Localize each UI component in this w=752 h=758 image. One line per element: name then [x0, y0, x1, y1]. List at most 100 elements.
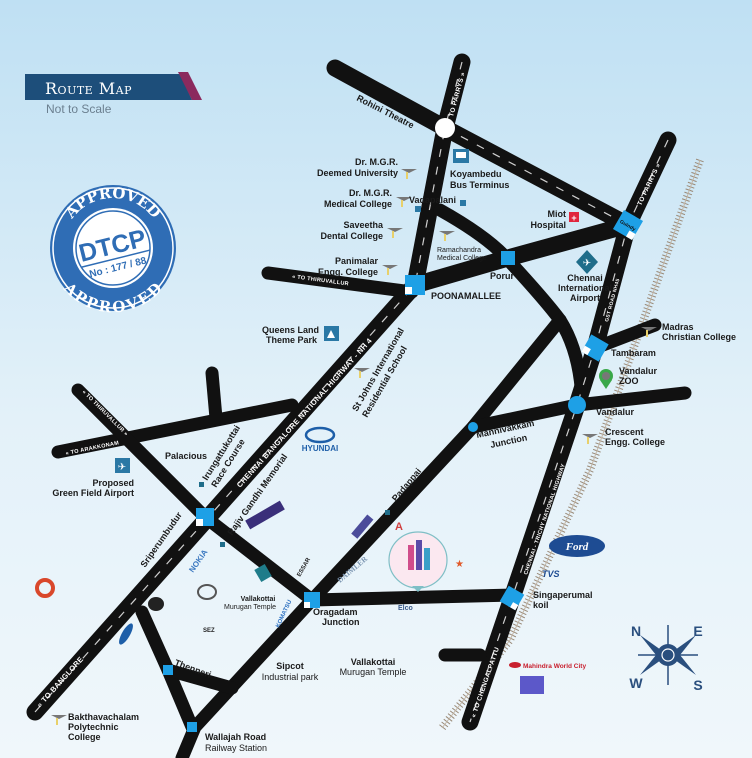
compass-rose: N E W S — [629, 623, 702, 693]
road-rohini — [326, 59, 454, 137]
brand-hyundai: HYUNDAI — [302, 444, 338, 453]
brand-tvs: TVS — [542, 569, 560, 579]
graduation-cap-icon — [51, 715, 67, 725]
junction-mannivakkam — [468, 422, 478, 432]
title-banner — [25, 74, 192, 100]
theme-park-icon — [324, 326, 339, 341]
title-ribbon — [178, 72, 202, 100]
road-koyambedu-guindy — [436, 119, 637, 234]
hospital-icon: + — [569, 212, 579, 223]
label-poonamallee: POONAMALLEE — [431, 291, 501, 301]
brand-ford: Ford — [565, 541, 589, 553]
compass-n: N — [631, 623, 641, 639]
compass-e: E — [693, 623, 702, 639]
label-mgr-university-2: Deemed University — [317, 168, 398, 178]
label-wallajah-2: Railway Station — [205, 743, 267, 753]
road-to-thiruvallur-top — [261, 266, 419, 299]
label-bakthavachalam: Bakthavachalam — [68, 712, 139, 722]
road-sriperumbudur-oragadam — [198, 510, 319, 607]
koyambedu-roundabout — [435, 118, 455, 138]
junction-porur — [501, 251, 515, 265]
label-vandalur-zoo: Vandalur — [619, 366, 658, 376]
label-saveetha-2: Dental College — [320, 231, 383, 241]
label-tambaram: Tambaram — [611, 348, 656, 358]
logo-ring-icon — [35, 578, 55, 598]
label-vallakottai-1: Vallakottai — [241, 596, 276, 603]
label-airport-3: Airport — [570, 293, 600, 303]
junction-wallajah — [187, 722, 197, 732]
road-porur-curve — [433, 203, 589, 407]
compass-w: W — [629, 675, 643, 691]
label-bakthavachalam-3: College — [68, 732, 101, 742]
graduation-cap-icon — [354, 368, 370, 378]
graduation-cap-icon — [582, 434, 598, 444]
junction-thenneri — [163, 665, 173, 675]
hyundai-logo-icon — [304, 426, 336, 444]
race-course-marker-icon — [199, 482, 204, 487]
label-koyambedu: Koyambedu — [450, 169, 502, 179]
star-logo-icon: ★ — [455, 559, 464, 570]
logo-badge-icon — [245, 500, 285, 530]
road-oragadam-singaperumal — [305, 588, 519, 607]
logo-badge-icon — [351, 514, 374, 539]
label-koyambedu-2: Bus Terminus — [450, 180, 509, 190]
label-vandalur: Vandalur — [596, 407, 635, 417]
junction-markers: Guindy — [163, 118, 644, 732]
label-miot-2: Hospital — [530, 220, 566, 230]
graduation-cap-icon — [387, 228, 403, 238]
label-mcc-2: Christian College — [662, 332, 736, 342]
junction-singaperumal — [499, 585, 525, 611]
label-vallakottai-1-2: Murugan Temple — [224, 604, 276, 611]
label-vandalur-zoo-2: ZOO — [619, 376, 639, 386]
label-airport: Chennai — [567, 273, 603, 283]
page-title: Route Map — [45, 79, 132, 98]
arena-logo-icon: A — [395, 521, 403, 533]
label-vallakottai-2-2: Murugan Temple — [340, 667, 407, 677]
graduation-cap-icon — [396, 197, 412, 207]
graduation-cap-icon — [382, 265, 398, 275]
label-saveetha: Saveetha — [343, 220, 384, 230]
brand-mahindra: Mahindra World City — [523, 663, 586, 670]
svg-text:★: ★ — [455, 559, 464, 570]
label-singaperumal-2: koil — [533, 600, 549, 610]
mahindra-logo-icon — [509, 662, 521, 668]
ford-logo-icon — [549, 535, 605, 557]
rajiv-memorial-marker-icon — [220, 542, 225, 547]
brand-elco: Elco — [398, 605, 413, 612]
road-arakkonam — [51, 398, 299, 459]
road-thenneri-east — [161, 663, 239, 695]
poi-icons: + ✈ ✈ ★ A — [35, 149, 657, 725]
svg-text:A: A — [395, 521, 403, 533]
label-mgr-university: Dr. M.G.R. — [355, 157, 398, 167]
label-sipcot: Sipcot — [276, 661, 304, 671]
label-wallajah: Wallajah Road — [205, 732, 266, 742]
svg-text:✈: ✈ — [118, 462, 126, 473]
label-vadapalani: Vadapalani — [409, 195, 456, 205]
junction-guindy: Guindy — [612, 209, 644, 241]
label-oragadam: Oragadam — [313, 607, 358, 617]
nissan-logo-icon — [197, 584, 217, 600]
graduation-cap-icon — [439, 231, 455, 241]
road-to-thiruvallur-left — [71, 383, 212, 524]
bus-icon — [453, 149, 469, 163]
label-mgr-medical: Dr. M.G.R. — [349, 188, 392, 198]
label-miot: Miot — [548, 209, 567, 219]
road-mannivakkam-vandalur — [466, 398, 584, 434]
route-map-header: Route Map Not to Scale — [25, 72, 202, 116]
vadapalani-marker-icon — [460, 200, 466, 206]
label-queensland: Queens Land — [262, 325, 319, 335]
dtcp-approved-stamp: APPROVED APPROVED DTCP No : 177 / 88 — [50, 184, 176, 317]
label-ramachandra: Ramachandra — [437, 247, 481, 254]
logo-dot-icon — [148, 597, 164, 611]
graduation-cap-icon — [641, 327, 657, 337]
label-sipcot-2: Industrial park — [262, 672, 319, 682]
label-oragadam-2: Junction — [322, 617, 360, 627]
scale-note: Not to Scale — [46, 102, 112, 116]
road-arakkonam-branch — [205, 366, 223, 425]
airplane-icon: ✈ — [115, 458, 130, 473]
label-panimalar: Panimalar — [335, 256, 379, 266]
label-crescent-2: Engg. College — [605, 437, 665, 447]
label-mcc: Madras — [662, 322, 694, 332]
junction-vandalur — [568, 396, 586, 414]
